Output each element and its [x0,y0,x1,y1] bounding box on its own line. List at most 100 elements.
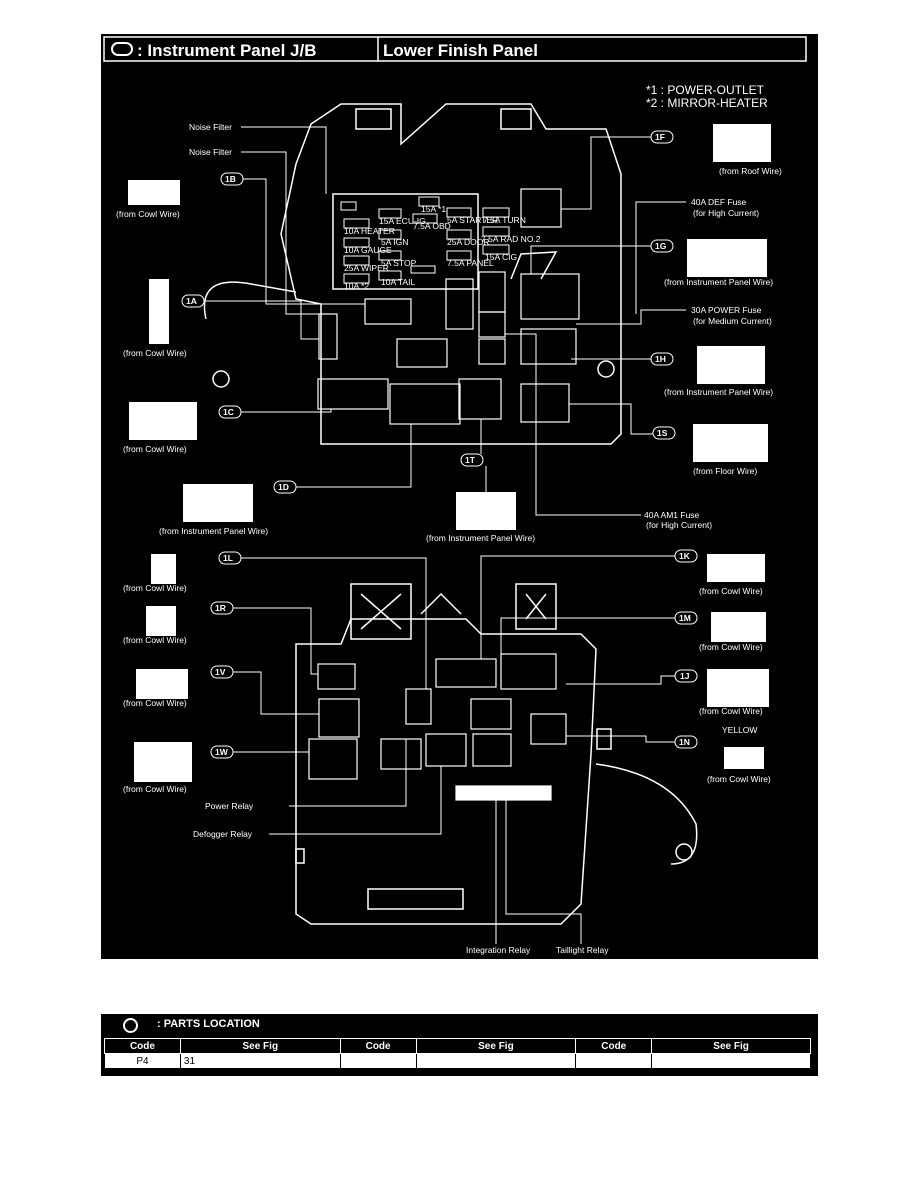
tag-1L: 1L [223,553,233,563]
label-power-fuse: 30A POWER Fuse [691,305,762,315]
wire-1J: (from Cowl Wire) [699,706,763,716]
tag-1W: 1W [215,747,229,757]
tag-1A: 1A [186,296,197,306]
tag-1D: 1D [278,482,289,492]
wire-1K: (from Cowl Wire) [699,586,763,596]
fuse-block: 10A HEATER 10A GAUGE 25A WIPER 10A *2 15… [340,196,541,291]
tag-1K: 1K [679,551,691,561]
connector-1M-icon [711,612,766,642]
table-header-row: Code See Fig Code See Fig Code See Fig [104,1038,811,1054]
cell-see-fig: 31 [179,1053,341,1069]
wire-1N: (from Cowl Wire) [707,774,771,784]
tag-1F: 1F [655,132,665,142]
note-power-outlet: *1 : POWER-OUTLET [646,83,765,97]
fuse-label: 25A DOOR [447,237,490,247]
header-code: Code [339,1038,417,1054]
fuse-label: 15A ECU-IG [379,216,426,226]
cell-code [339,1053,417,1069]
header-frame [103,36,807,62]
tag-1G: 1G [655,241,667,251]
label-am1-fuse-sub: (for High Current) [646,520,712,530]
tag-1N: 1N [679,737,690,747]
wire-1A: (from Cowl Wire) [123,348,187,358]
connector-1C-icon [129,402,197,440]
connector-1S-icon [693,424,768,462]
wire-1F: (from Roof Wire) [719,166,782,176]
connector-1H-icon [697,346,765,384]
connector-1N-icon [724,747,764,769]
fuse-label: 5A IGN [381,237,408,247]
tag-1C: 1C [223,407,234,417]
lower-relays [308,653,567,801]
label-taillight-relay: Taillight Relay [556,945,609,955]
header-see-fig: See Fig [651,1038,811,1054]
label-def-fuse: 40A DEF Fuse [691,197,747,207]
tag-1S: 1S [657,428,668,438]
header-subtitle: Lower Finish Panel [383,41,538,60]
parts-location-panel: : PARTS LOCATION Code See Fig Code See F… [101,1014,818,1076]
fuse-label: 7.5A PANEL [447,258,494,268]
fuse-label: 10A TAIL [381,277,415,287]
label-power-fuse-sub: (for Medium Current) [693,316,772,326]
wire-1M: (from Cowl Wire) [699,642,763,652]
fuse-label: 5A STOP [381,258,417,268]
tag-1R: 1R [215,603,226,613]
label-defogger-relay: Defogger Relay [193,829,253,839]
note-mirror-heater: *2 : MIRROR-HEATER [646,96,768,110]
tag-1M: 1M [679,613,691,623]
label-am1-fuse: 40A AM1 Fuse [644,510,700,520]
fuse-label: 10A *2 [344,281,369,291]
connector-1V-icon [136,669,188,699]
label-def-fuse-sub: (for High Current) [693,208,759,218]
parts-location-table: Code See Fig Code See Fig Code See Fig P… [104,1038,811,1069]
connector-1A-icon [149,279,169,344]
cell-code [575,1053,653,1069]
cell-see-fig [415,1053,577,1069]
wire-1W: (from Cowl Wire) [123,784,187,794]
upper-relays [317,188,580,425]
connector-1B-icon [128,180,180,205]
wire-1L: (from Cowl Wire) [123,583,187,593]
wire-1G: (from Instrument Panel Wire) [664,277,773,287]
header-code: Code [575,1038,653,1054]
connector-icons [128,124,771,782]
connector-1G-icon [687,239,767,277]
connector-1W-icon [134,742,192,782]
fuse-label: 10A HEATER [344,226,395,236]
header-see-fig: See Fig [179,1038,341,1054]
connector-1F-icon [713,124,771,162]
connector-1R-icon [146,606,176,636]
wire-1B: (from Cowl Wire) [116,209,180,219]
header-see-fig: See Fig [415,1038,577,1054]
parts-location-title-bar: : PARTS LOCATION [101,1014,818,1036]
label-power-relay: Power Relay [205,801,254,811]
wire-1V: (from Cowl Wire) [123,698,187,708]
connector-1T-icon [456,492,516,530]
cell-code: P4 [104,1053,181,1069]
leader-lines [204,126,686,944]
parts-location-title: : PARTS LOCATION [157,1018,260,1030]
fuse-label: 10A GAUGE [344,245,392,255]
wire-1T: (from Instrument Panel Wire) [426,533,535,543]
fuse-label: 7.5A RAD NO.2 [481,234,541,244]
wire-1D: (from Instrument Panel Wire) [159,526,268,536]
connector-1D-icon [183,484,253,522]
tag-1H: 1H [655,354,666,364]
wire-1S: (from Floor Wire) [693,466,757,476]
wire-1R: (from Cowl Wire) [123,635,187,645]
header-code: Code [104,1038,181,1054]
fuse-label: 25A WIPER [344,263,389,273]
cell-see-fig [651,1053,811,1069]
header-title: : Instrument Panel J/B [137,41,316,60]
fuse-label: 15A CIG [485,252,517,262]
label-integration-relay: Integration Relay [466,945,531,955]
tag-1J: 1J [680,671,690,681]
connector-1K-icon [707,554,765,582]
connector-1J-icon [707,669,769,707]
wire-1H: (from Instrument Panel Wire) [664,387,773,397]
lower-junction-block [295,583,698,925]
wire-1C: (from Cowl Wire) [123,444,187,454]
fuse-label: 7.5A OBD [413,221,451,231]
tag-1T: 1T [465,455,476,465]
fuse-label: 7.5A TURN [483,215,526,225]
